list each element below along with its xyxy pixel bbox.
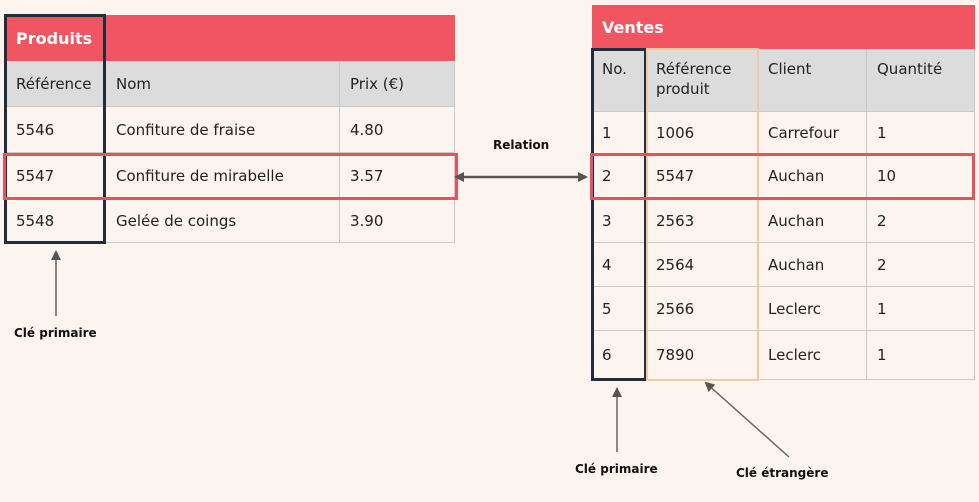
ventes-cell: 2566	[646, 287, 758, 331]
ventes-cell: 4	[592, 243, 646, 287]
ventes-title: Ventes	[592, 5, 975, 49]
ventes-cell: 1	[592, 112, 646, 154]
produits-cell: 5546	[6, 107, 106, 153]
primary-key-label-left: Clé primaire	[14, 326, 97, 340]
produits-col-prix: Prix (€)	[340, 61, 455, 107]
relation-label: Relation	[493, 138, 550, 152]
ventes-cell: 2	[867, 199, 975, 243]
ventes-col-no: No.	[592, 49, 646, 112]
produits-title: Produits	[6, 15, 455, 61]
ventes-cell: 3	[592, 199, 646, 243]
produits-cell: 3.90	[340, 199, 455, 243]
ventes-cell: Leclerc	[758, 331, 867, 380]
foreign-key-label: Clé étrangère	[736, 466, 829, 480]
ventes-cell: 6	[592, 331, 646, 380]
produits-cell: Confiture de fraise	[106, 107, 340, 153]
ventes-cell: 10	[867, 154, 975, 199]
ventes-cell: 1	[867, 331, 975, 380]
ventes-col-quantite: Quantité	[867, 49, 975, 112]
produits-cell: 5547	[6, 153, 106, 199]
ventes-cell: Auchan	[758, 243, 867, 287]
primary-key-label-right: Clé primaire	[575, 462, 658, 476]
ventes-col-client: Client	[758, 49, 867, 112]
ventes-cell: 2	[867, 243, 975, 287]
ventes-cell: 7890	[646, 331, 758, 380]
ventes-cell: 1	[867, 287, 975, 331]
ventes-cell: Auchan	[758, 154, 867, 199]
produits-cell: Gelée de coings	[106, 199, 340, 243]
produits-cell: Confiture de mirabelle	[106, 153, 340, 199]
ventes-cell: Auchan	[758, 199, 867, 243]
foreign-key-arrow	[704, 381, 790, 458]
produits-col-reference: Référence	[6, 61, 106, 107]
ventes-cell: Leclerc	[758, 287, 867, 331]
produits-cell: 4.80	[340, 107, 455, 153]
ventes-cell: Carrefour	[758, 112, 867, 154]
ventes-col-reference-produit: Référence produit	[646, 49, 758, 112]
produits-col-nom: Nom	[106, 61, 340, 107]
ventes-cell: 1006	[646, 112, 758, 154]
ventes-cell: 2564	[646, 243, 758, 287]
